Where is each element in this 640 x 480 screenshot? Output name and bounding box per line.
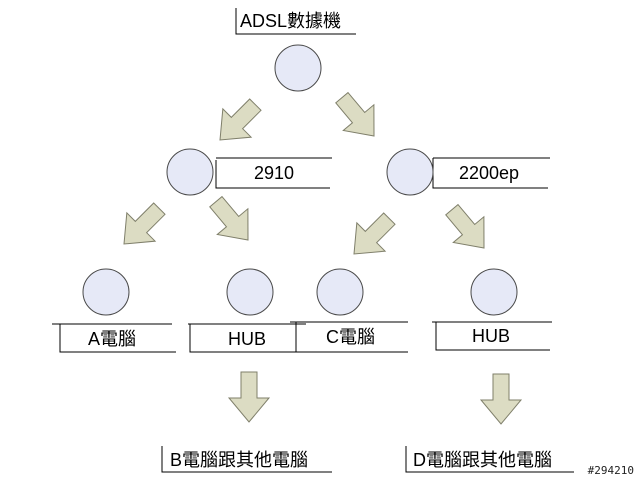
label-router-left: 2910 — [254, 163, 294, 183]
node-pc-a — [82, 268, 130, 316]
label-group-b: B電腦跟其他電腦 — [170, 450, 308, 470]
arrow-hub-to-group-b — [228, 371, 270, 423]
arrow-left-to-pc-a — [109, 194, 174, 259]
label-pc-c: C電腦 — [326, 327, 375, 347]
callout-lines — [52, 8, 574, 473]
node-router-left — [166, 148, 214, 196]
nodes — [82, 44, 518, 316]
node-modem — [274, 44, 322, 92]
label-hub-left: HUB — [228, 329, 266, 349]
callout-pc-a — [52, 323, 176, 353]
arrow-hub-to-group-d — [480, 373, 522, 425]
watermark-id: #294210 — [587, 464, 634, 477]
labels: ADSL數據機 2910 2200ep A電腦 HUB C電腦 HUB B電腦跟… — [88, 11, 552, 470]
label-router-right: 2200ep — [459, 163, 519, 183]
callout-router-left — [215, 157, 332, 189]
label-group-d: D電腦跟其他電腦 — [413, 450, 552, 470]
arrow-right-to-pc-c — [339, 204, 404, 269]
callout-group-d — [405, 446, 574, 473]
arrow-left-to-hub — [200, 188, 264, 254]
arrow-right-to-hub — [436, 196, 500, 262]
callout-group-b — [161, 446, 332, 473]
label-pc-a: A電腦 — [88, 329, 136, 349]
callout-modem — [235, 8, 356, 35]
arrow-modem-to-left — [205, 90, 270, 155]
node-hub-left — [226, 268, 274, 316]
callout-hub-right — [432, 321, 552, 351]
node-hub-right — [470, 268, 518, 316]
label-hub-right: HUB — [472, 326, 510, 346]
node-pc-c — [316, 268, 364, 316]
label-modem: ADSL數據機 — [240, 11, 341, 31]
arrows — [109, 84, 522, 425]
arrow-modem-to-right — [326, 84, 390, 150]
callout-pc-c — [290, 321, 408, 353]
callout-hub-left — [188, 323, 306, 353]
node-router-right — [386, 148, 434, 196]
